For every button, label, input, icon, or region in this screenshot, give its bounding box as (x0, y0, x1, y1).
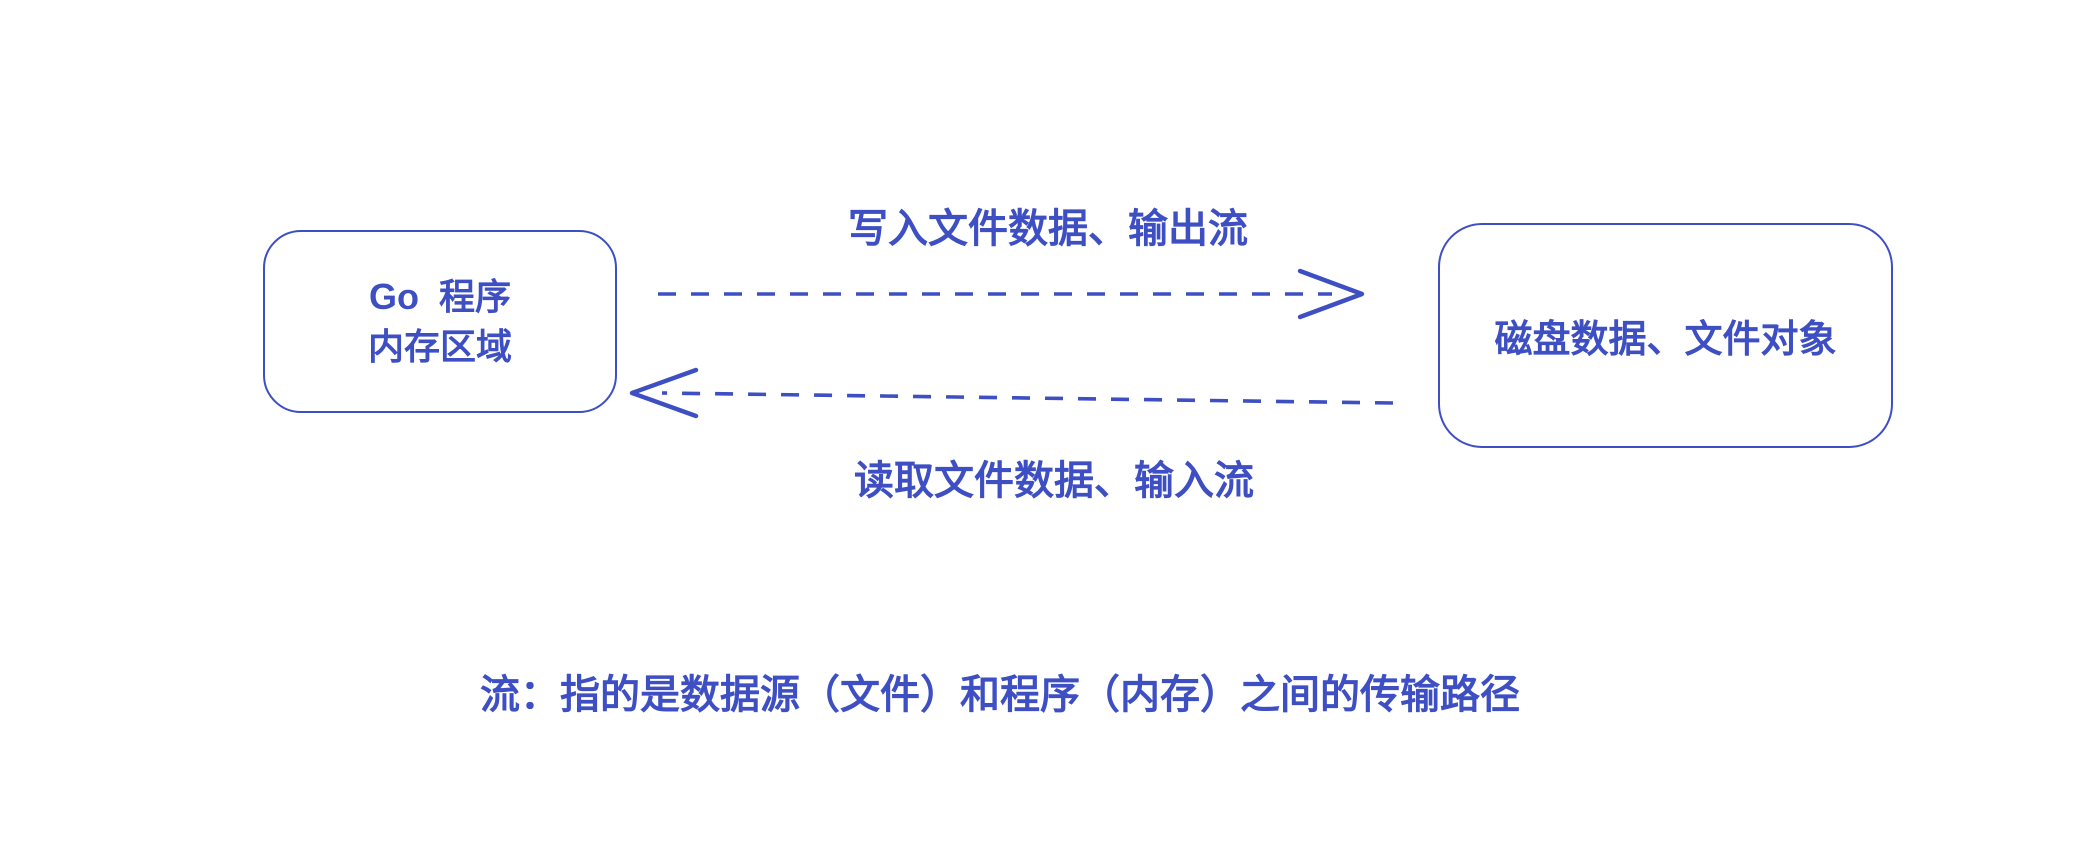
node-disk-file-object: 磁盘数据、文件对象 (1438, 223, 1893, 448)
node-go-program-line2: 内存区域 (367, 325, 512, 367)
node-go-program-memory: Go 程序 内存区域 (263, 230, 617, 413)
left-arrowhead-icon (629, 367, 699, 419)
node-go-program-line1: Go 程序 (369, 275, 511, 317)
node-disk-file-object-label: 磁盘数据、文件对象 (1494, 319, 1837, 361)
write-arrow (658, 268, 1365, 320)
stream-definition-caption: 流：指的是数据源（文件）和程序（内存）之间的传输路径 (480, 673, 1520, 717)
right-arrowhead-icon (1297, 268, 1365, 320)
write-arrow-label: 写入文件数据、输出流 (848, 207, 1248, 251)
read-arrow-label: 读取文件数据、输入流 (854, 459, 1254, 503)
read-arrow (629, 367, 1394, 419)
read-arrow-dashed-line (661, 391, 1394, 405)
